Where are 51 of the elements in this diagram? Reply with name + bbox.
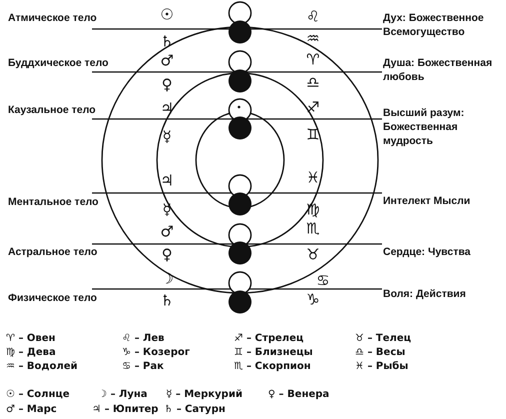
quality-label: Сердце: Чувства — [383, 245, 472, 259]
legend-entry: ♊ – Близнецы — [234, 346, 313, 360]
astrological-symbol: ♑ — [306, 292, 320, 308]
legend-entry: ♄ – Сатурн — [164, 403, 226, 417]
astrological-symbol: ♐ — [306, 100, 320, 116]
quality-label: Воля: Действия — [383, 287, 467, 301]
legend-entry: ♓ – Рыбы — [355, 360, 408, 374]
body-label: Астральное тело — [8, 245, 98, 259]
astrological-symbol: ♊ — [306, 126, 320, 144]
quality-label: Высший разум: Божественная мудрость — [383, 106, 466, 148]
legend-entry: ☉ – Солнце — [6, 388, 70, 402]
astrological-symbol: ♂ — [160, 224, 174, 240]
legend-entry: ♃ – Юпитер — [92, 403, 158, 417]
astrological-symbol: ♏ — [306, 220, 320, 238]
astrological-symbol: ♂ — [160, 52, 174, 70]
legend-entry: ♍ – Дева — [6, 346, 56, 360]
astrological-symbol: ♒ — [306, 30, 320, 48]
astrological-symbol: ♀ — [162, 246, 172, 264]
astrological-symbol: ☿ — [162, 128, 172, 146]
quality-label: Дух: Божественное Всемогущество — [383, 11, 485, 39]
legend-entry: ♂ – Марс — [6, 403, 57, 417]
quality-label: Душа: Божественная любовь — [383, 56, 494, 84]
astrological-symbol: ♀ — [162, 76, 172, 94]
astrological-symbol: ♄ — [160, 292, 174, 310]
legend-entry: ♀ – Венера — [268, 388, 330, 402]
legend-entry: ☽ – Луна — [98, 388, 148, 402]
legend-entry: ♐ – Стрелец — [234, 332, 304, 346]
astrological-symbol: ♓ — [306, 170, 320, 186]
legend-entry: ☿ – Меркурий — [166, 388, 242, 402]
body-label: Буддхическое тело — [8, 56, 108, 70]
legend-entry: ♋ – Рак — [122, 360, 164, 374]
astrological-symbol: ♌ — [306, 8, 320, 26]
legend-entry: ♌ – Лев — [122, 332, 164, 346]
legend-entry: ♒ – Водолей — [6, 360, 78, 374]
quality-label: Интелект Мысли — [383, 194, 472, 208]
body-label: Каузальное тело — [8, 103, 96, 117]
astrological-symbol: ☿ — [162, 202, 172, 218]
body-label: Атмическое тело — [8, 11, 97, 25]
astrological-symbol: ☉ — [160, 6, 174, 24]
body-label: Ментальное тело — [8, 195, 98, 209]
astrological-symbol: ♉ — [306, 246, 320, 264]
legend-entry: ♉ – Телец — [355, 332, 412, 346]
astrological-symbol: ♃ — [160, 172, 174, 190]
astrological-symbol: ♎ — [306, 74, 320, 92]
legend-entry: ♏ – Скорпион — [234, 360, 311, 374]
astrological-symbol: ♋ — [316, 272, 330, 290]
legend-entry: ♎ – Весы — [355, 346, 406, 360]
legend-entry: ♑ – Козерог — [122, 346, 190, 360]
legend-entry: ♈ – Овен — [6, 332, 56, 346]
body-label: Физическое тело — [8, 291, 97, 305]
astrological-symbol: ♈ — [306, 52, 320, 68]
